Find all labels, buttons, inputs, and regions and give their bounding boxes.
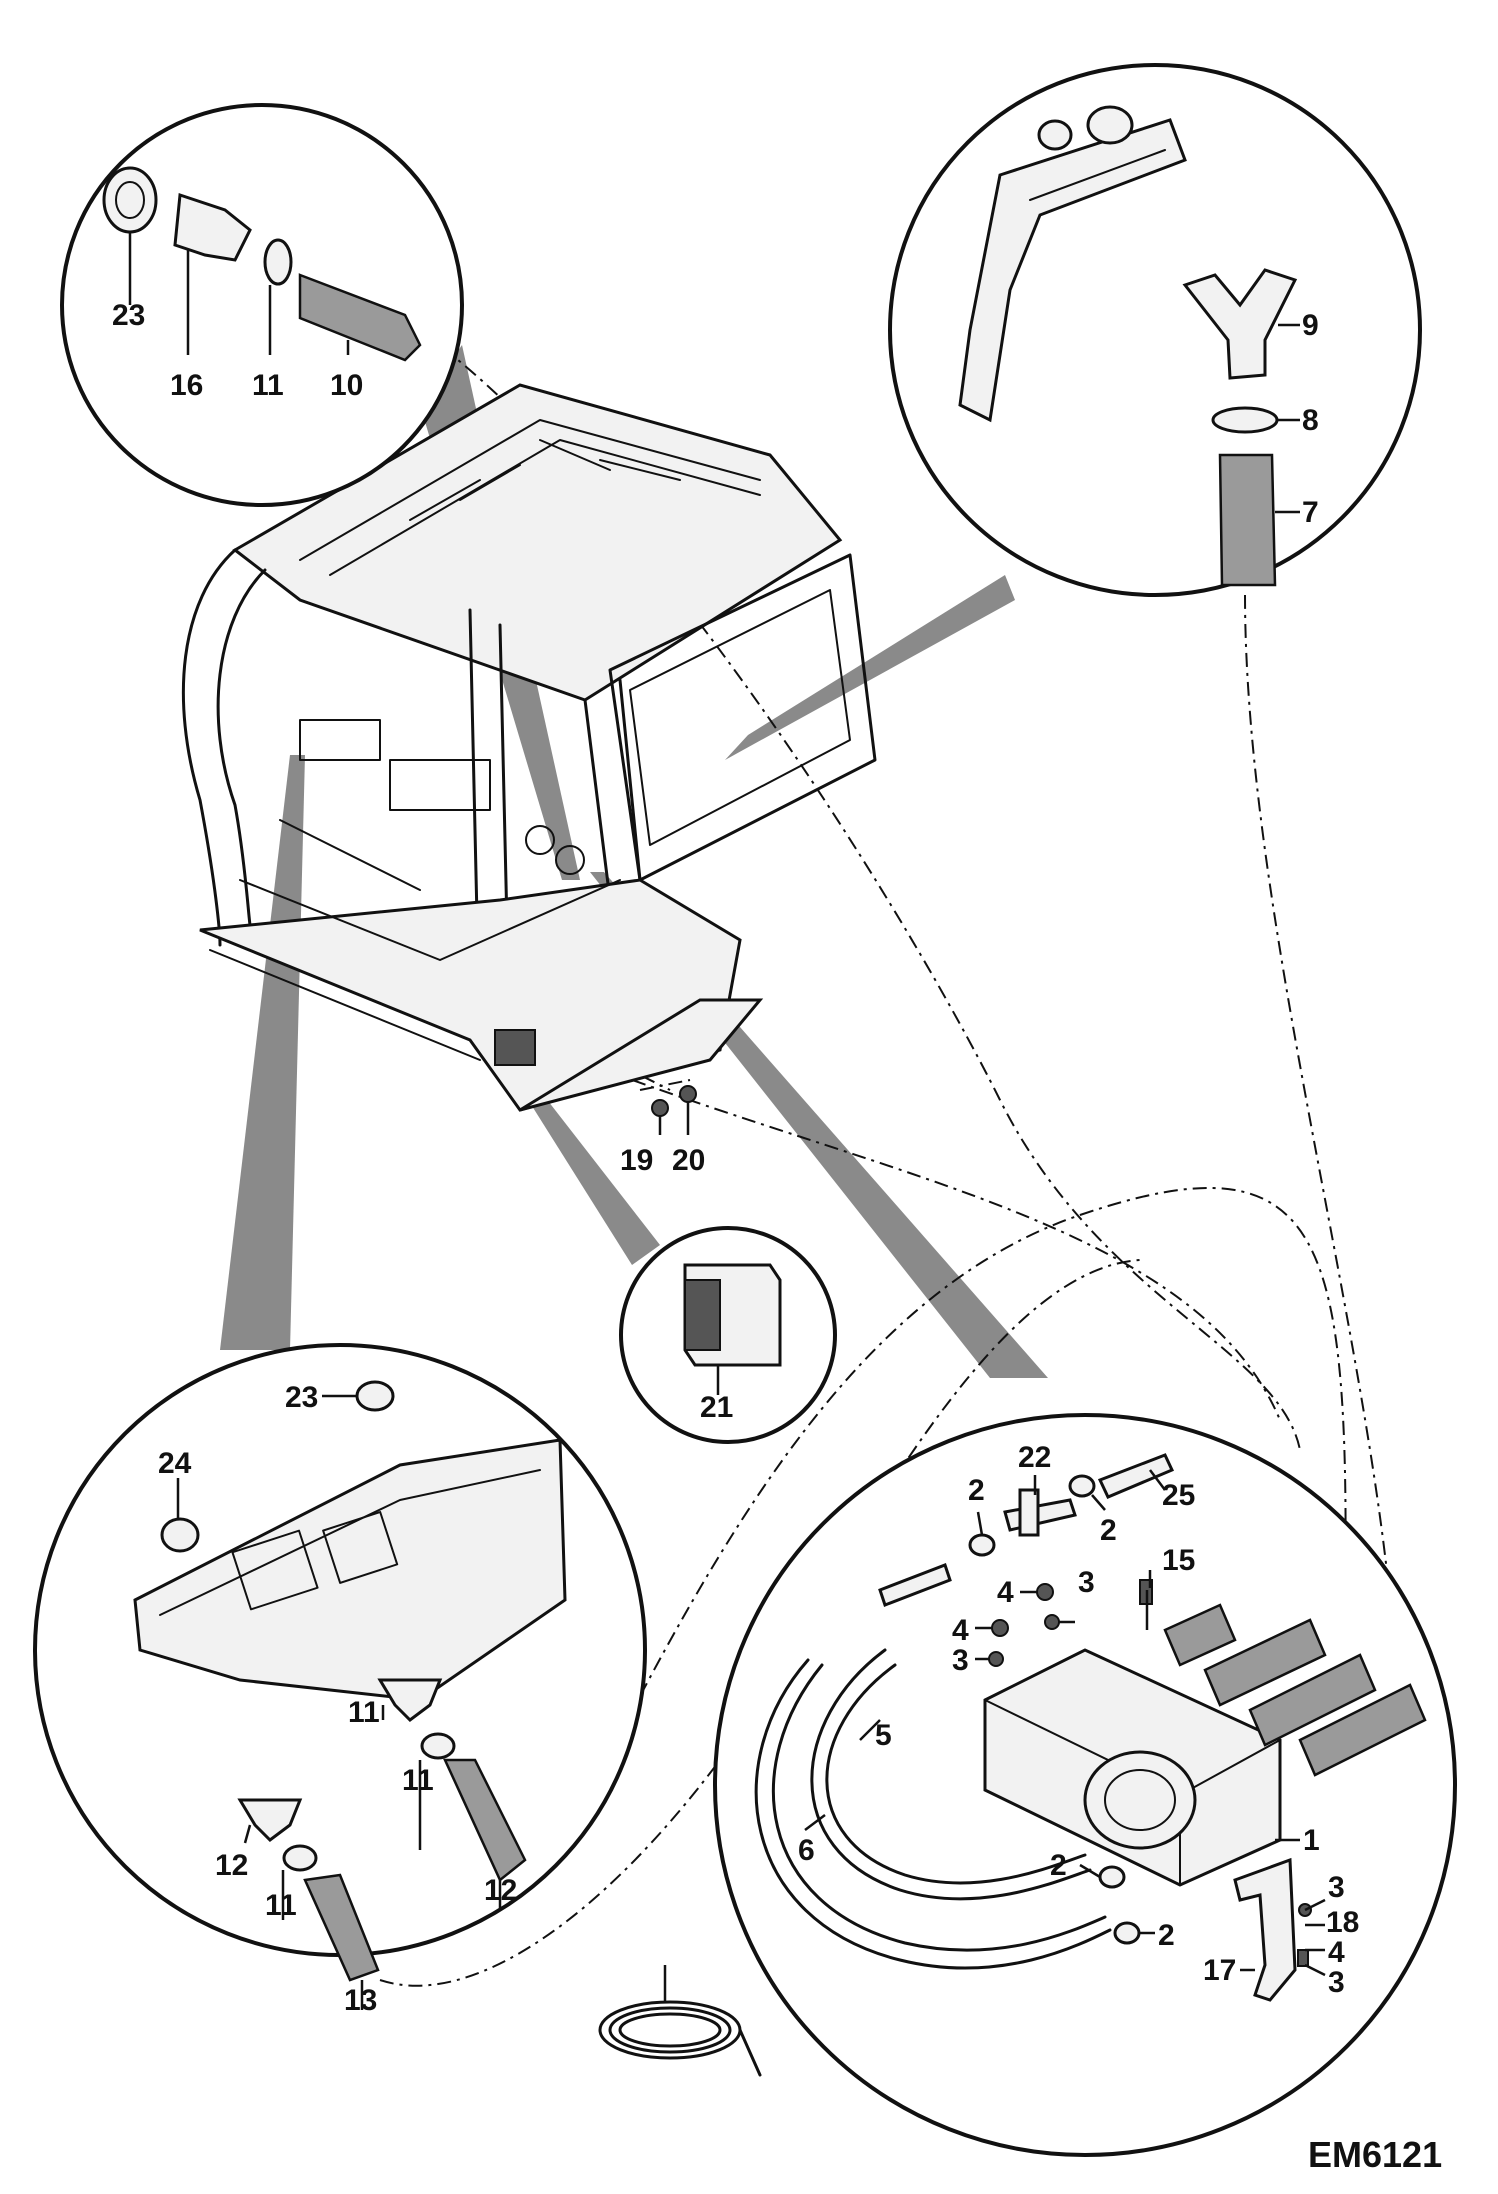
part-13-hose bbox=[443, 1758, 527, 1882]
callout-14: 13 bbox=[344, 1984, 377, 2017]
callout-19: 19 bbox=[620, 1144, 653, 1177]
callout-18: 18 bbox=[1326, 1906, 1359, 1939]
figure-code: EM6121 bbox=[1308, 2134, 1442, 2175]
callout-4-b: 4 bbox=[952, 1614, 969, 1647]
roof-duct-frame bbox=[958, 118, 1187, 423]
outlet-hose-4 bbox=[1298, 1683, 1427, 1777]
pipe-left bbox=[878, 1563, 952, 1607]
callout-8: 8 bbox=[1302, 404, 1319, 437]
callout-2-a: 2 bbox=[968, 1474, 985, 1507]
callout-3-d: 3 bbox=[1328, 1966, 1345, 1999]
callout-23-b: 23 bbox=[285, 1381, 318, 1414]
part-11-clamp-left bbox=[282, 1844, 318, 1872]
callout-2-b: 2 bbox=[1100, 1514, 1117, 1547]
callout-2-d: 2 bbox=[1158, 1919, 1175, 1952]
callout-3-a: 3 bbox=[1078, 1566, 1095, 1599]
fastener-19 bbox=[651, 1099, 669, 1117]
part-6-hose bbox=[754, 1658, 1112, 1970]
part-23-nut bbox=[102, 166, 158, 234]
callout-12-b: 12 bbox=[215, 1849, 248, 1882]
callout-21: 21 bbox=[700, 1391, 733, 1424]
callout-11-b: 11 bbox=[402, 1764, 434, 1797]
callout-10: 10 bbox=[330, 369, 363, 402]
callout-17: 17 bbox=[1203, 1954, 1236, 1987]
fastener-20 bbox=[679, 1085, 697, 1103]
callout-5: 5 bbox=[875, 1719, 892, 1752]
callout-1: 1 bbox=[1303, 1824, 1320, 1857]
outlet-hose-1 bbox=[1163, 1603, 1237, 1667]
part-12-funnel-left bbox=[237, 1798, 303, 1842]
part-11-clamp bbox=[263, 238, 293, 286]
part-12-funnel-right bbox=[377, 1678, 443, 1722]
detail-circle-roof-duct bbox=[888, 63, 1422, 597]
part-8-clamp bbox=[1211, 406, 1279, 434]
callout-labels: 23 16 11 10 9 8 7 19 20 21 23 24 11 12 1… bbox=[112, 299, 1442, 2175]
callout-4-c: 4 bbox=[1328, 1936, 1345, 1969]
part-24-hose bbox=[1097, 1453, 1175, 1499]
callout-20: 20 bbox=[672, 1144, 705, 1177]
callout-22: 22 bbox=[1018, 1441, 1051, 1474]
wedge-top-right bbox=[725, 575, 1015, 760]
part-23-nut-top bbox=[355, 1380, 395, 1412]
part-17-bracket bbox=[1233, 1857, 1297, 2002]
outlet-hose-3 bbox=[1248, 1653, 1377, 1747]
outlet-hose-2 bbox=[1203, 1618, 1327, 1707]
part-25-hose-coil bbox=[598, 1965, 762, 2077]
callout-13: 12 bbox=[484, 1874, 517, 1907]
detail-circle-floor-duct bbox=[33, 1343, 647, 2010]
part-7-hose bbox=[1218, 453, 1277, 587]
detail-circle-duct-outlet bbox=[60, 103, 464, 507]
callout-11-c: 11 bbox=[265, 1889, 297, 1922]
callout-11: 11 bbox=[252, 369, 284, 402]
part-10-hose bbox=[298, 273, 422, 362]
part-11-clamp-right bbox=[420, 1732, 456, 1760]
callout-3-b: 3 bbox=[952, 1644, 969, 1677]
detail-circle-filter bbox=[619, 1226, 837, 1444]
wedge-left-bottom bbox=[220, 755, 305, 1350]
callout-16: 16 bbox=[170, 369, 203, 402]
part-5-hose bbox=[810, 1648, 1092, 1901]
part-14-hose bbox=[303, 1873, 380, 1982]
callout-6: 6 bbox=[798, 1834, 815, 1867]
callout-3-c: 3 bbox=[1328, 1871, 1345, 1904]
callout-23: 23 bbox=[112, 299, 145, 332]
callout-9: 9 bbox=[1302, 309, 1319, 342]
callout-15: 15 bbox=[1162, 1544, 1195, 1577]
callout-12: 11 bbox=[348, 1696, 380, 1729]
detail-circle-heater-unit bbox=[713, 1413, 1457, 2157]
part-23-nut-left bbox=[160, 1517, 200, 1553]
callout-2-c: 2 bbox=[1050, 1849, 1067, 1882]
callout-7: 7 bbox=[1302, 496, 1319, 529]
part-9-y-piece bbox=[1182, 268, 1298, 380]
callout-23-c: 24 bbox=[158, 1447, 192, 1480]
floor-duct-housing bbox=[133, 1438, 567, 1702]
callout-24: 25 bbox=[1162, 1479, 1195, 1512]
callout-4-a: 4 bbox=[997, 1576, 1014, 1609]
part-16-bellows bbox=[173, 192, 252, 262]
